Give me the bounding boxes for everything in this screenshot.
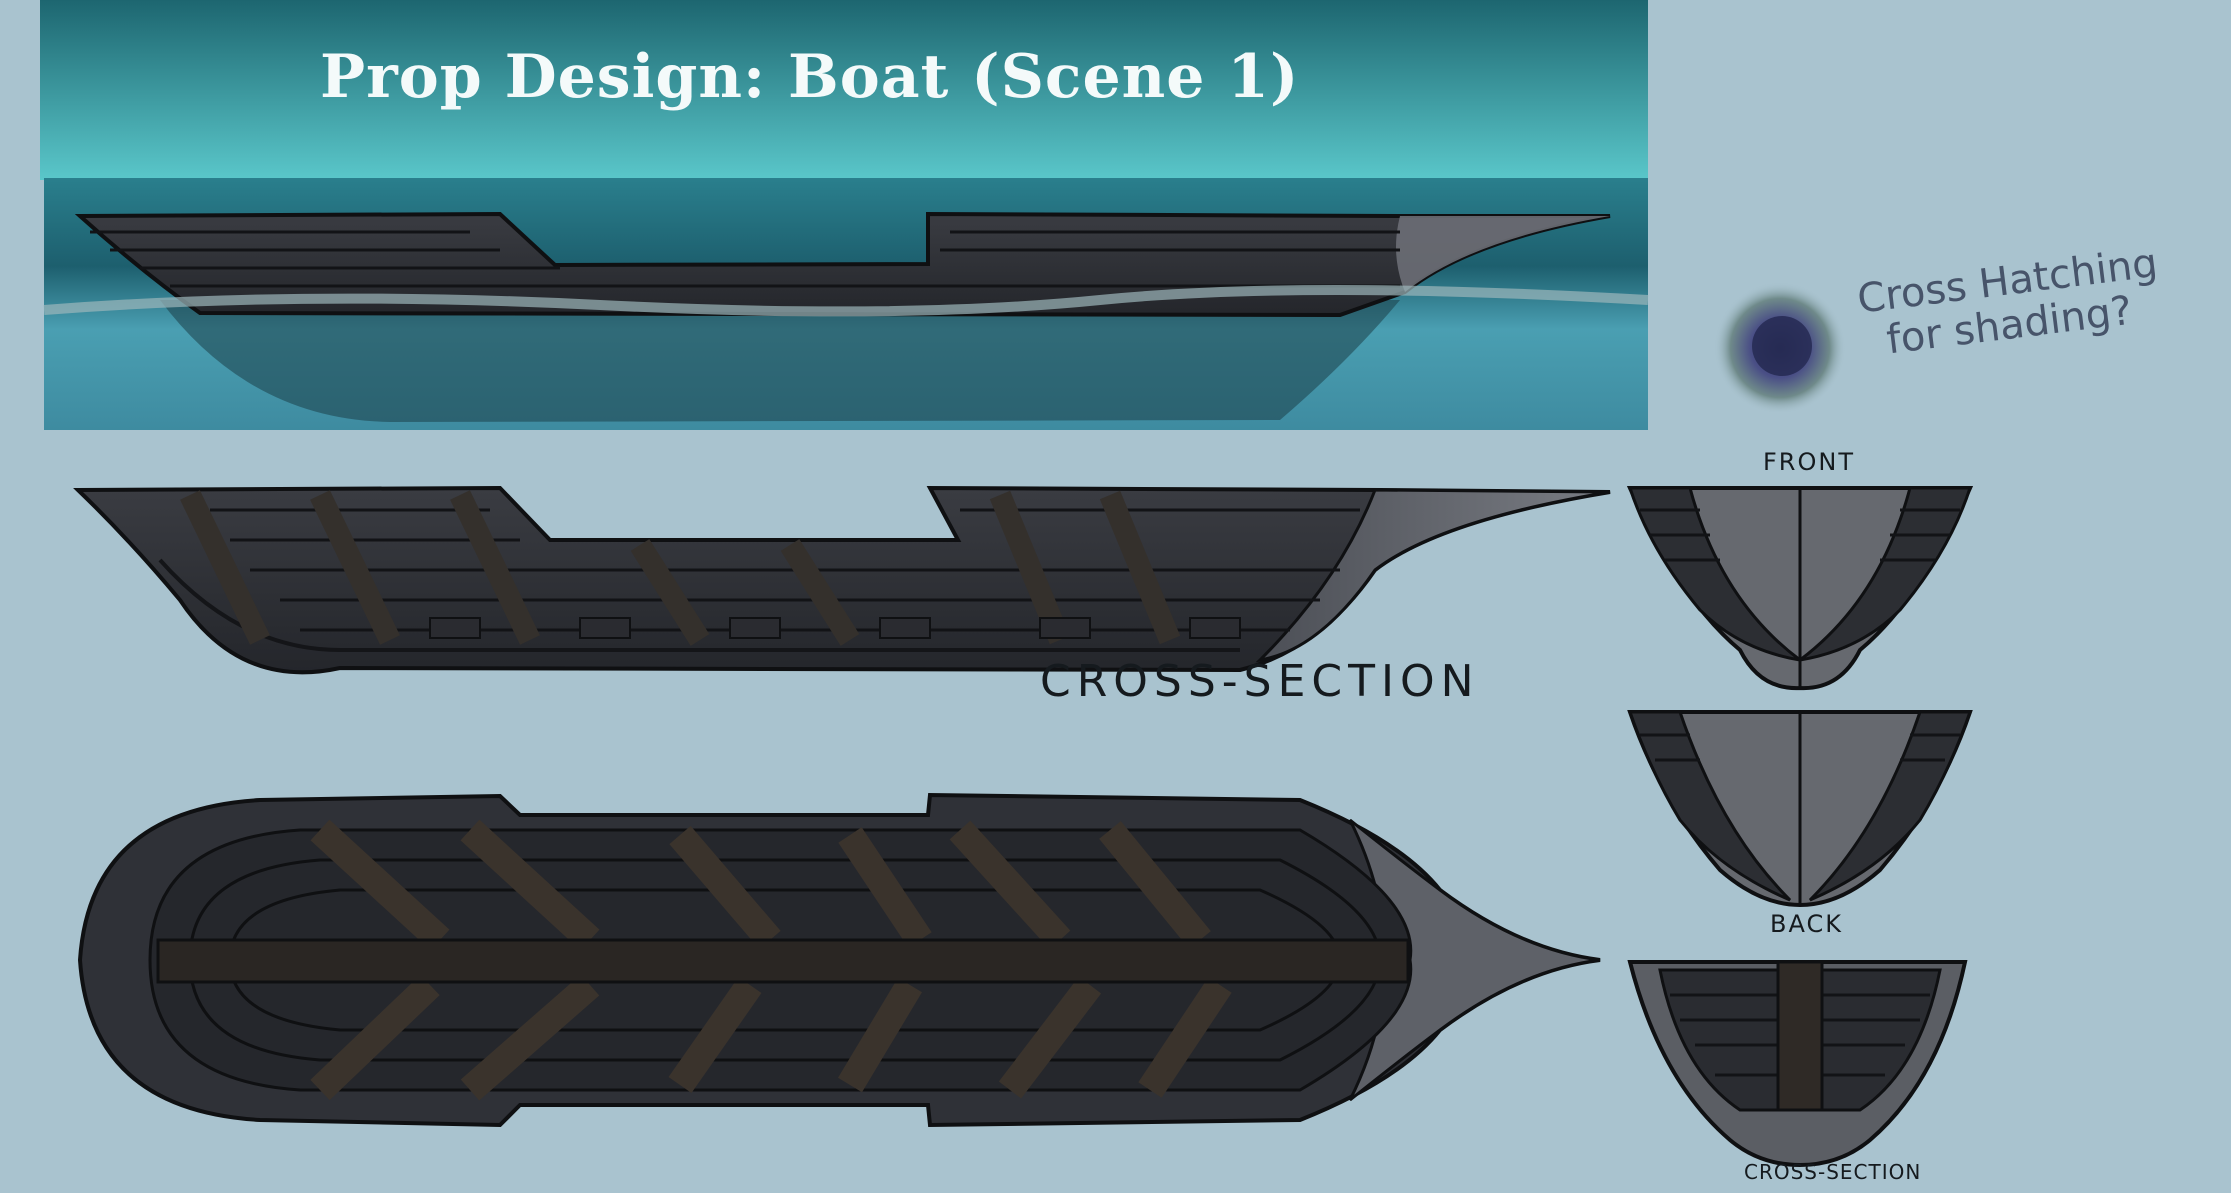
top-beams [310,819,1232,1101]
cross-section-label: CROSS-SECTION [1040,656,1480,707]
back-label: BACK [1770,910,1843,938]
front-view [1626,486,1974,691]
front-label: FRONT [1763,448,1855,476]
waterline-foam [43,285,1649,317]
keel-beam [156,938,1410,984]
shading-sample [1714,282,1846,414]
top-view-boat [77,792,1601,1128]
side-bow [1255,488,1611,663]
cross-section-small-label: CROSS-SECTION [1744,1160,1922,1184]
side-view-boat [73,485,1611,675]
scene-bow [1396,216,1610,292]
cross-section-view [1627,960,1968,1168]
back-view [1627,710,1973,908]
side-ribs [180,490,1181,646]
scene-panel [40,0,1649,430]
sky-background [40,0,1648,180]
submerged-hull [160,300,1400,422]
page-title: Prop Design: Boat (Scene 1) [320,42,1300,112]
